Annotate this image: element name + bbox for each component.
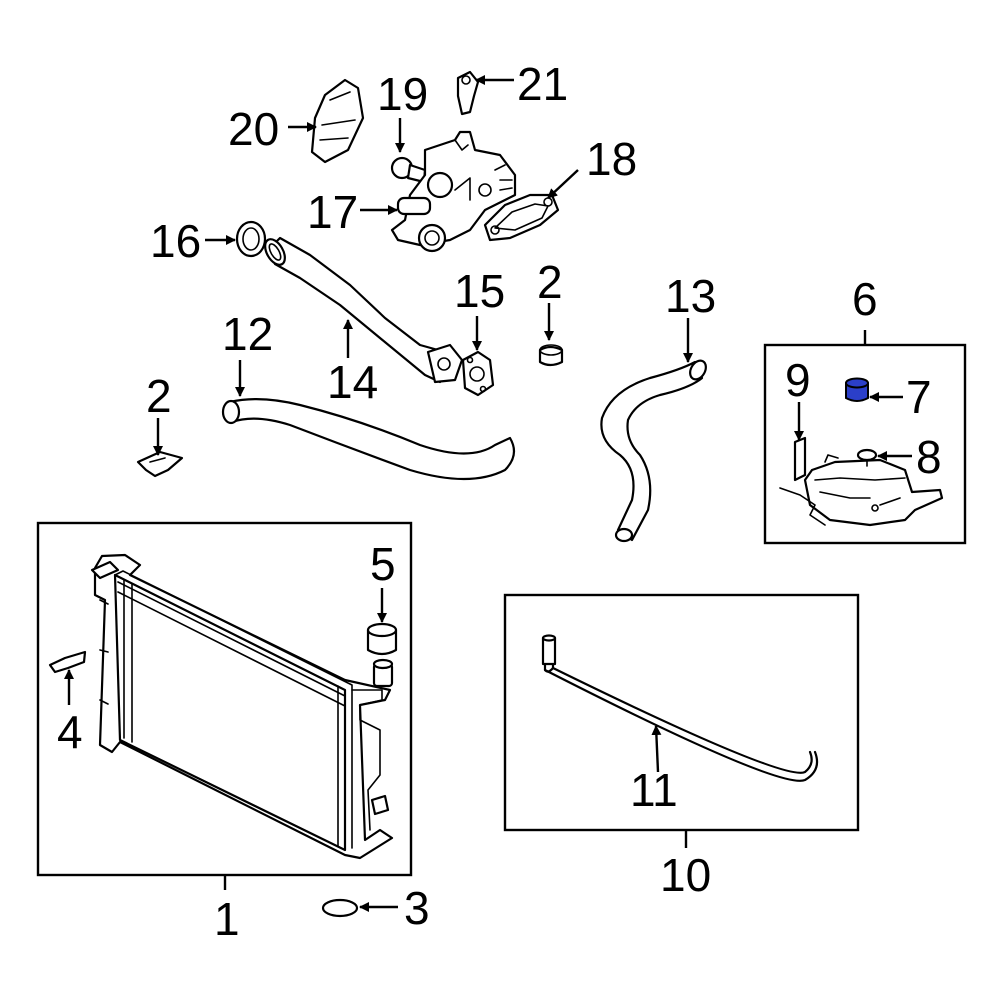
callout-18: 18 [586,133,637,185]
callout-20: 20 [228,103,279,155]
callout-2-upper: 2 [537,256,563,308]
callout-3: 3 [404,882,430,934]
bypass-pipe-part[interactable] [541,634,819,782]
hose-clamp-upper-part[interactable] [538,344,564,367]
callout-17: 17 [307,186,358,238]
coolant-reservoir-part[interactable] [779,454,944,527]
bolt-part[interactable] [390,156,427,184]
callout-labels: 1 2 2 3 4 5 6 7 8 9 10 11 12 13 14 15 16… [57,58,942,945]
callout-12: 12 [222,308,273,360]
pipe-gasket-part[interactable] [461,350,495,397]
radiator-bracket-part[interactable] [48,650,87,674]
o-ring-part[interactable] [235,220,267,258]
callout-9: 9 [785,354,811,406]
callout-15: 15 [454,265,505,317]
callout-5: 5 [370,538,396,590]
callout-8: 8 [916,431,942,483]
hose-clip-lower-part[interactable] [136,450,184,478]
housing-gasket-part[interactable] [483,193,560,242]
thermostat-housing-part[interactable] [390,130,517,253]
callout-10: 10 [660,849,711,901]
callout-16: 16 [150,215,201,267]
callout-19: 19 [377,68,428,120]
callout-7: 7 [906,371,932,423]
callout-11: 11 [630,764,678,816]
callout-21: 21 [517,58,568,110]
temperature-sensor-part[interactable] [456,70,480,116]
radiator-drain-cap-part[interactable] [366,622,398,656]
lower-radiator-hose-part[interactable] [221,398,516,481]
callout-1: 1 [214,893,240,945]
water-pipe-part[interactable] [261,236,464,384]
leader-lines [64,75,912,912]
upper-radiator-hose-part[interactable] [600,358,709,543]
callout-2-lower: 2 [146,370,172,422]
reservoir-filler-cap-part[interactable] [856,448,878,467]
drain-o-ring-part[interactable] [321,898,359,918]
reservoir-cap-part[interactable] [845,377,869,402]
radiator-part[interactable] [90,553,394,860]
callout-13: 13 [665,270,716,322]
callout-4: 4 [57,706,83,758]
radiator-cap-part[interactable] [310,78,365,164]
reservoir-bracket-part[interactable] [793,436,807,482]
callout-14: 14 [327,356,378,408]
callout-6: 6 [852,273,878,325]
pipe-group-box [503,593,860,832]
